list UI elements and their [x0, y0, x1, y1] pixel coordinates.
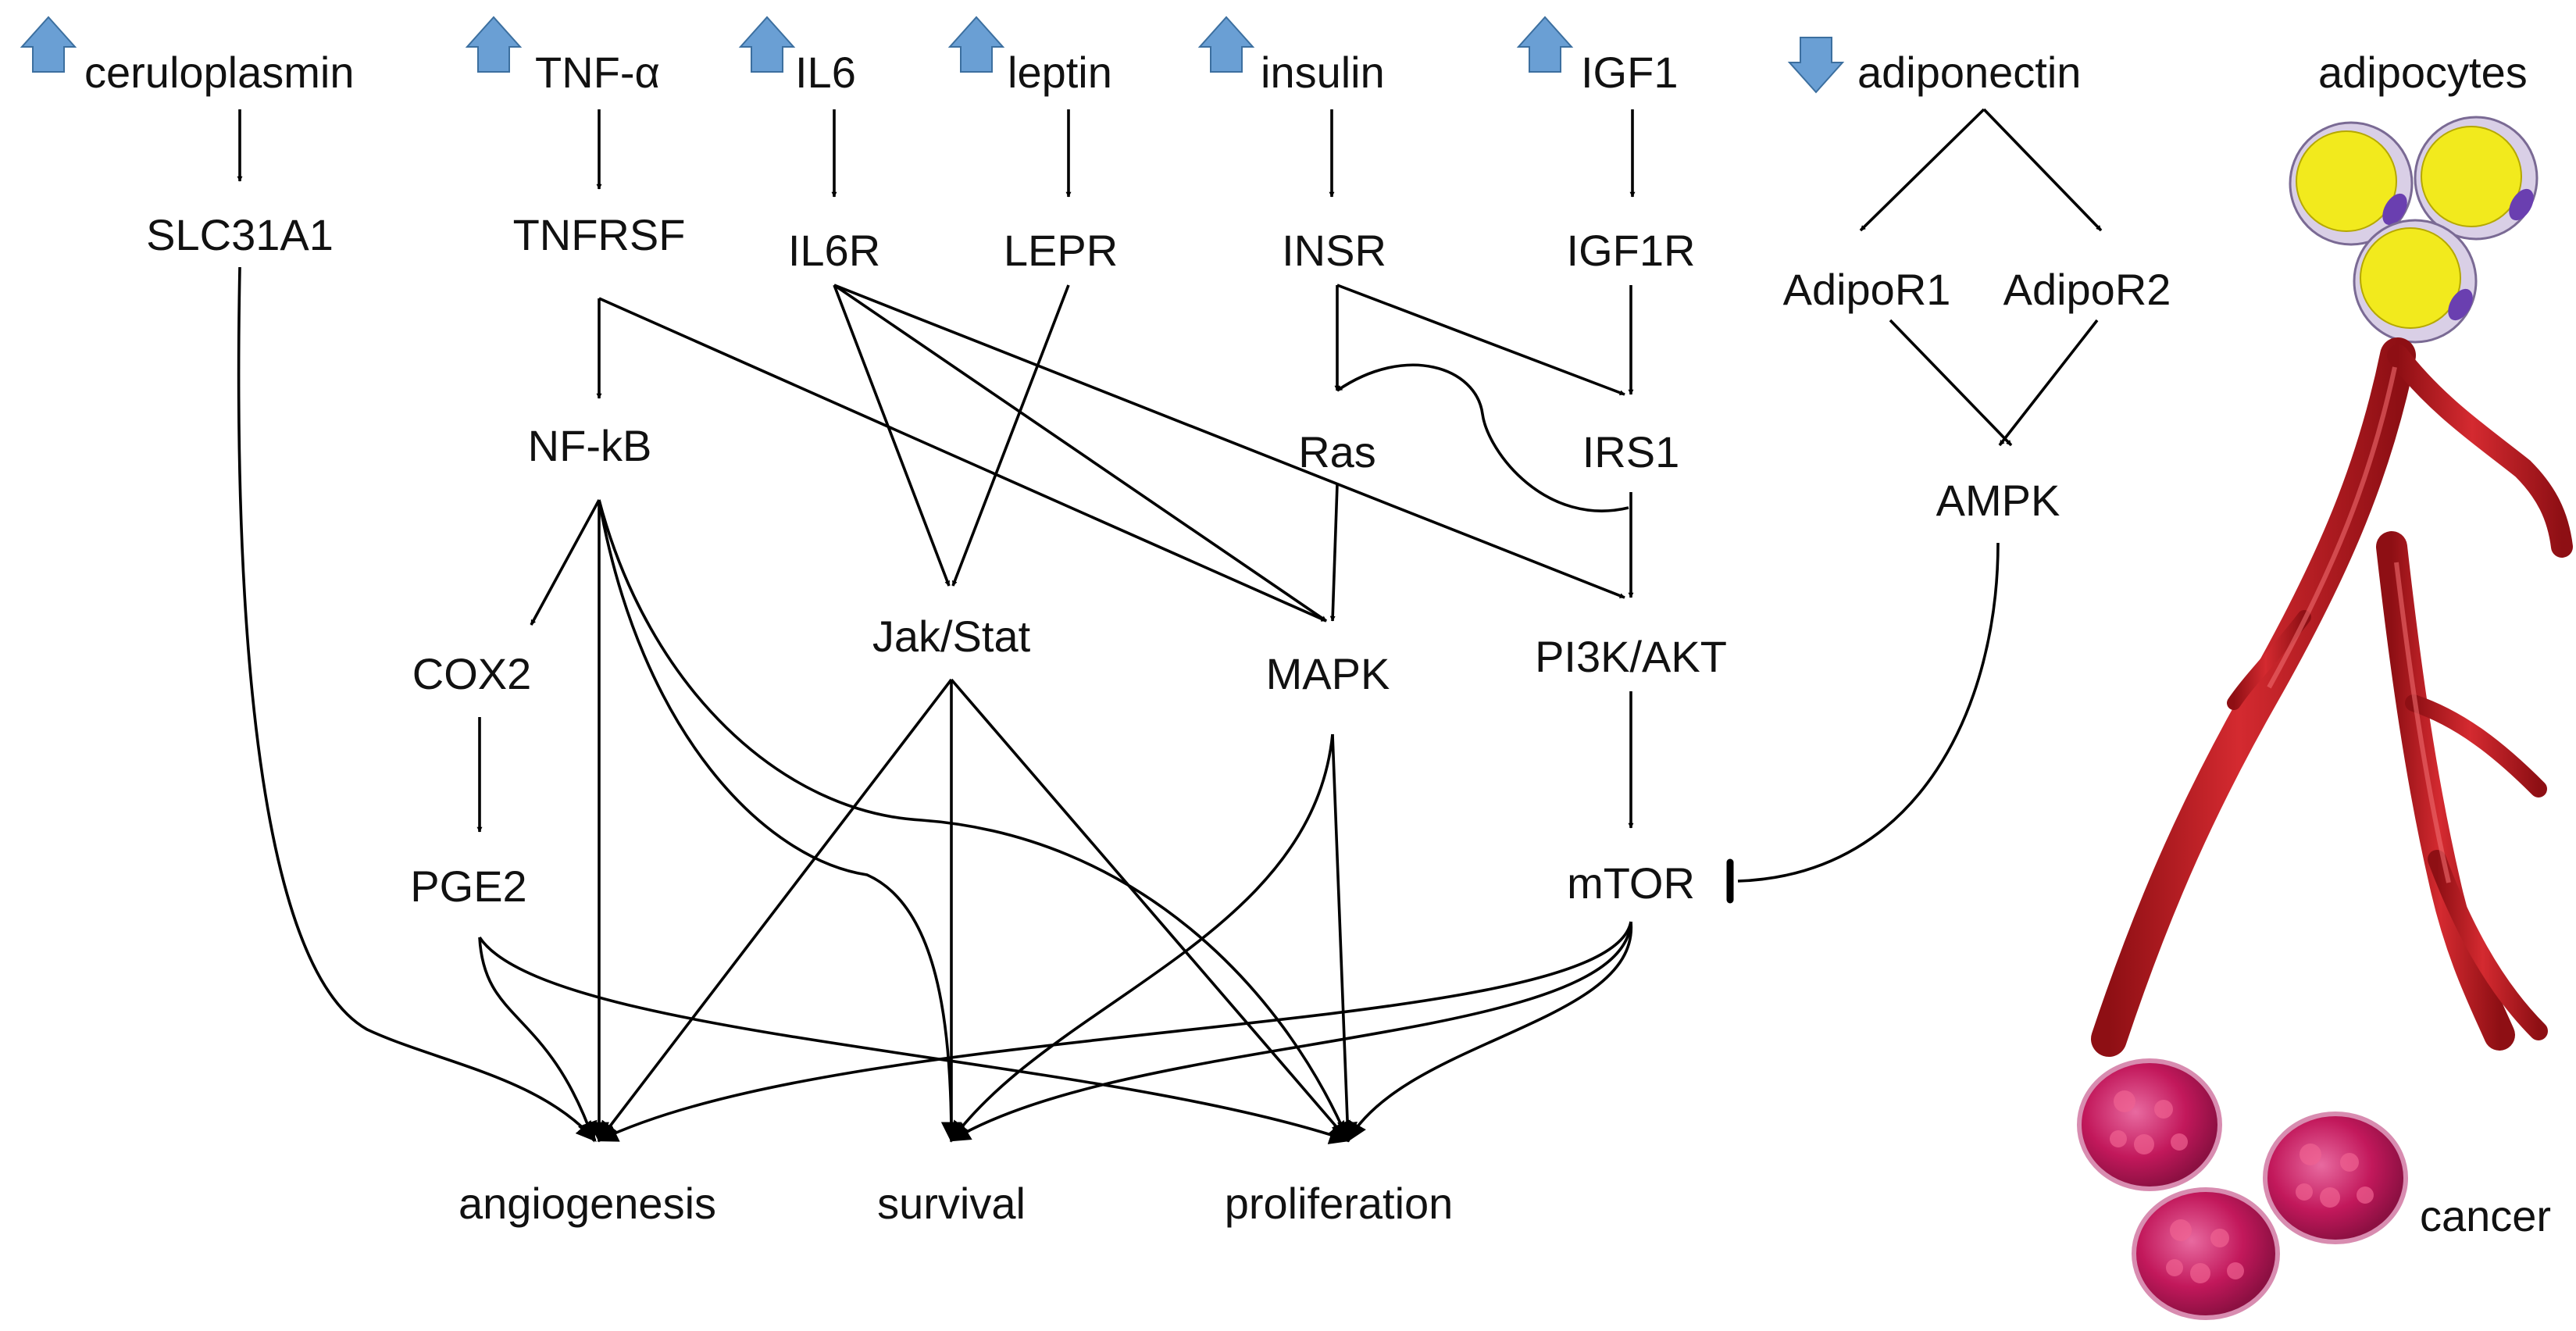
- regulator-il6: IL6: [795, 48, 856, 97]
- node-tnfrsf: TNFRSF: [513, 210, 686, 259]
- edge-mtor-survival: [949, 921, 1632, 1142]
- node-adipor1: AdipoR1: [1783, 265, 1951, 314]
- node-igf1r: IGF1R: [1567, 226, 1696, 275]
- regulator-tnf-alpha: TNF-α: [535, 48, 660, 97]
- edge-irs1-ras-loop: [1336, 363, 1629, 512]
- pathway-edges: [237, 108, 2103, 1144]
- up-arrow-icon: [20, 16, 77, 73]
- edge-slc31a1-angiogenesis: [237, 266, 597, 1142]
- outcome-angiogenesis: angiogenesis: [458, 1179, 716, 1228]
- node-pge2: PGE2: [410, 862, 526, 911]
- edge-pge2-proliferation: [478, 937, 1350, 1144]
- node-mapk: MAPK: [1266, 649, 1390, 698]
- edge-lepr-jakstat: [951, 284, 1070, 587]
- up-arrow-icon: [738, 16, 796, 73]
- edge-insr-irs1: [1336, 284, 1625, 396]
- outcome-proliferation: proliferation: [1225, 1179, 1454, 1228]
- illustration-label-cancer: cancer: [2420, 1191, 2551, 1240]
- up-arrow-icon: [947, 16, 1005, 73]
- up-arrow-icon: [465, 16, 523, 73]
- edge-il6r-pi3k: [833, 284, 1625, 599]
- edge-mtor-angiogenesis: [597, 921, 1632, 1142]
- blood-vessel-illustration: [2091, 337, 2573, 1057]
- regulator-leptin: leptin: [1008, 48, 1112, 97]
- cancer-cell: [2263, 1112, 2408, 1244]
- up-arrow-icon: [1516, 16, 1574, 73]
- node-ampk: AMPK: [1936, 476, 2060, 525]
- edge-mtor-proliferation: [1347, 921, 1632, 1143]
- edge-adipor2-ampk: [1998, 319, 2099, 447]
- nucleus-icon: [2509, 188, 2534, 221]
- node-mtor: mTOR: [1567, 858, 1695, 908]
- edge-jakstat-angiogenesis: [598, 678, 953, 1143]
- node-labels: ceruloplasmin TNF-α IL6 leptin insulin I…: [84, 48, 2171, 1228]
- regulator-igf1: IGF1: [1581, 48, 1678, 97]
- edge-nfkb-cox2: [530, 499, 601, 626]
- regulator-adiponectin: adiponectin: [1857, 48, 2081, 97]
- node-irs1: IRS1: [1582, 427, 1680, 476]
- adipocyte-cell: [2414, 116, 2539, 241]
- edge-il6r-mapk: [833, 284, 1328, 623]
- node-lepr: LEPR: [1004, 226, 1118, 275]
- outcome-survival: survival: [877, 1179, 1026, 1228]
- edge-il6r-jakstat: [833, 284, 951, 587]
- node-pi3k-akt: PI3K/AKT: [1535, 632, 1727, 681]
- edge-adipor1-ampk: [1889, 319, 2013, 447]
- edge-nfkb-proliferation: [598, 499, 1350, 1143]
- regulator-ceruloplasmin: ceruloplasmin: [84, 48, 355, 97]
- adipocyte-cell: [2289, 121, 2414, 246]
- adipocytes-illustration: [2289, 116, 2539, 344]
- edge-ras-mapk: [1329, 484, 1339, 622]
- node-insr: INSR: [1282, 226, 1386, 275]
- edge-jakstat-proliferation: [950, 678, 1350, 1142]
- node-il6r: IL6R: [788, 226, 880, 275]
- nucleus-icon: [2382, 193, 2407, 226]
- node-cox2: COX2: [412, 649, 532, 698]
- node-jakstat: Jak/Stat: [872, 612, 1031, 661]
- nucleus-icon: [2448, 288, 2473, 321]
- edge-tnfrsf-mapk: [598, 297, 1327, 623]
- edge-pge2-angiogenesis: [478, 937, 598, 1143]
- illustration-label-adipocytes: adipocytes: [2318, 48, 2528, 97]
- edge-mapk-survival: [950, 733, 1334, 1143]
- edge-adiponectin-adipor2: [1982, 108, 2103, 232]
- node-nfkb: NF-kB: [528, 421, 652, 470]
- adipocyte-cell: [2353, 219, 2478, 344]
- node-slc31a1: SLC31A1: [146, 210, 334, 259]
- edge-adiponectin-adipor1: [1859, 108, 1986, 232]
- up-arrow-icon: [1197, 16, 1255, 73]
- edge-ampk-inhibits-mtor: [1737, 542, 2000, 883]
- edge-nfkb-survival: [598, 499, 962, 1143]
- cancer-cells-illustration: [2077, 1058, 2408, 1320]
- node-adipor2: AdipoR2: [2003, 265, 2171, 314]
- down-arrow-icon: [1787, 37, 1845, 94]
- edge-mapk-proliferation: [1331, 733, 1358, 1143]
- cancer-cell: [2077, 1058, 2222, 1191]
- node-ras: Ras: [1298, 427, 1376, 476]
- regulator-insulin: insulin: [1261, 48, 1385, 97]
- cancer-cell: [2132, 1187, 2280, 1320]
